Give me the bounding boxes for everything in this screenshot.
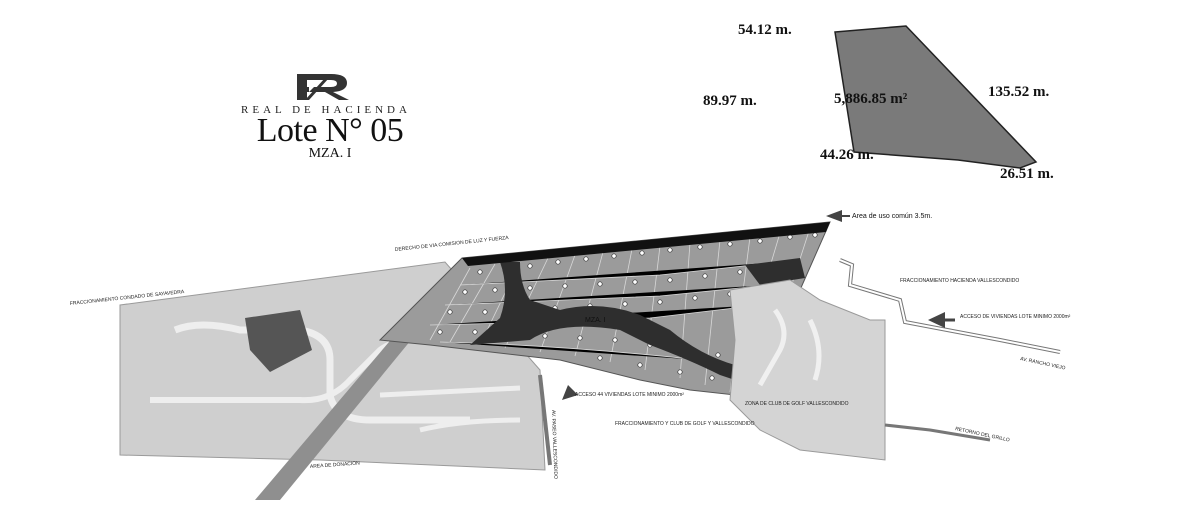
- measure-bottom-right: 26.51 m.: [1000, 166, 1054, 182]
- label-hacienda: FRACCIONAMIENTO HACIENDA VALLESCONDIDO: [900, 278, 1019, 284]
- label-road-east: AV. RANCHO VIEJO: [1020, 356, 1066, 371]
- northeast-dark-patch: [745, 258, 805, 285]
- label-common-area: Area de uso común 3.5m.: [852, 213, 932, 220]
- measure-area: 5,886.85 m²: [834, 91, 908, 107]
- lot-title: Lote N° 05: [256, 112, 404, 149]
- common-area-arrow-icon: [826, 210, 842, 222]
- north-access-arrow-icon: [928, 312, 945, 328]
- label-golf: FRACCIONAMIENTO Y CLUB DE GOLF Y VALLESC…: [615, 421, 755, 427]
- lot-polygon: [834, 25, 1038, 169]
- west-dark-area: [245, 310, 312, 372]
- brand-name: REAL DE HACIENDA: [241, 104, 411, 116]
- measure-left: 89.97 m.: [703, 93, 757, 109]
- label-access-south: ACCESO 44 VIVIENDAS LOTE MINIMO 2000m²: [575, 392, 684, 398]
- site-plan-map: Area de uso común 3.5m. DERECHO DE VIA C…: [70, 210, 1071, 500]
- label-donation: AREA DE DONACION: [310, 460, 361, 470]
- label-block-i: MZA. I: [585, 317, 606, 324]
- north-border-band: [462, 222, 830, 266]
- label-right-way: DERECHO DE VIA COMISION DE LUZ Y FUERZA: [395, 235, 510, 253]
- measure-top: 54.12 m.: [738, 22, 792, 38]
- rh-monogram-icon: [297, 74, 349, 100]
- label-road-west: AV. PASEO VALLESCONDIDO: [550, 410, 558, 479]
- common-area-dark: [470, 262, 735, 380]
- brand-logo: REAL DE HACIENDA: [210, 72, 442, 116]
- measure-right: 135.52 m.: [988, 84, 1050, 100]
- label-access-north: ACCESO DE VIVIENDAS LOTE MINIMO 2000m²: [960, 314, 1071, 320]
- measure-bottom-left: 44.26 m.: [820, 147, 874, 163]
- south-east-road: [884, 423, 991, 442]
- lot-block: MZA. I: [308, 146, 352, 161]
- south-access-arrow-icon: [562, 385, 578, 400]
- label-club-note: ZONA DE CLUB DE GOLF VALLESCONDIDO: [745, 401, 849, 407]
- lot-shape-diagram: [834, 25, 1038, 169]
- west-road: [538, 374, 552, 466]
- golf-club-area: [729, 279, 886, 461]
